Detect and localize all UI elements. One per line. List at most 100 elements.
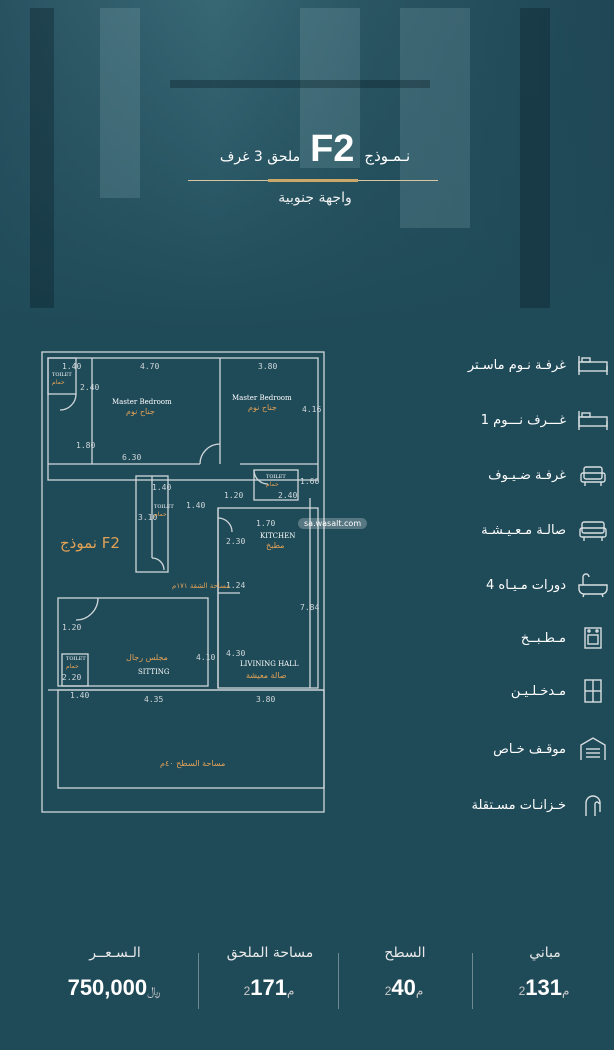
stat-divider (198, 953, 199, 1009)
feature-label: خـزانـات مسـتقلة (471, 797, 566, 813)
room-label-ar: مطبخ (266, 541, 284, 550)
hero-background (0, 0, 614, 330)
roof-area-label: مساحة السطح ٤٠م (160, 759, 225, 768)
annex-area-label: مساحة الشقة ١٧١م (172, 582, 230, 590)
feature-label: مـطـبــخ (520, 630, 566, 646)
feature-item: صالـة مـعـيـشـة (440, 510, 610, 550)
room-label-ar: جناح نوم (248, 403, 277, 412)
feature-item: 4 دورات مـيـاه (440, 565, 610, 605)
room-label-ar: حمام (66, 663, 79, 670)
title-underline (188, 179, 438, 182)
stat-unit: م2 (518, 984, 570, 998)
floor-plan-drawing: 1.40 4.70 3.80 2.40 4.16 1.80 6.30 1.40 … (41, 351, 325, 813)
bed-icon (576, 351, 610, 379)
stat-price-label: الـسـعــر (89, 945, 141, 961)
stat-unit: م2 (384, 984, 424, 998)
dim-label: 1.70 (256, 519, 275, 528)
model-word: نـمـوذج (364, 147, 411, 165)
floor-plan: 1.40 4.70 3.80 2.40 4.16 1.80 6.30 1.40 … (40, 348, 368, 823)
dim-label: 1.40 (62, 362, 81, 371)
armchair-icon (576, 461, 610, 489)
dim-label: 4.35 (144, 695, 163, 704)
dim-label: 7.84 (300, 603, 319, 612)
feature-label: 4 دورات مـيـاه (485, 577, 566, 593)
dim-label: 3.10 (138, 513, 157, 522)
stove-icon (576, 624, 610, 652)
feature-item: 1 غـــرف نـــوم (440, 400, 610, 440)
stat-unit: م2 (243, 984, 295, 998)
dim-label: 2.40 (278, 491, 297, 500)
feature-item: غرفـة نـوم ماسـتر (440, 345, 610, 385)
stat-annex-value: 171 (250, 975, 287, 1000)
title-block: نـمـوذج F2 ملحق 3 غرف واجهة جنوبية (180, 128, 450, 206)
room-label-ar: مجلس رجال (126, 653, 168, 662)
room-label-ar: حمام (266, 481, 279, 488)
annex-rooms: ملحق 3 غرف (219, 149, 301, 165)
room-label: Master Bedroom (112, 398, 172, 406)
stat-building-label: مباني (529, 945, 561, 961)
dim-label: 3.80 (256, 695, 275, 704)
feature-item: موقـف خـاص (440, 729, 610, 769)
stat-annex-label: مساحة الملحق (226, 945, 314, 961)
room-label: SITTING (138, 668, 170, 676)
feature-label: غرفـة ضـيـوف (488, 467, 566, 483)
feature-label: موقـف خـاص (493, 741, 566, 757)
plan-outline (41, 351, 325, 813)
dim-label: 1.80 (76, 441, 95, 450)
dim-label: 6.30 (122, 453, 141, 462)
feature-item: خـزانـات مسـتقلة (440, 785, 610, 825)
room-label: TOILET (52, 372, 72, 378)
bathtub-icon (576, 571, 610, 599)
dim-label: 4.30 (226, 649, 245, 658)
dim-label: 1.20 (62, 623, 81, 632)
dim-label: 1.40 (152, 483, 171, 492)
dim-label: 2.40 (80, 383, 99, 392)
dim-label: 2.30 (226, 537, 245, 546)
stat-annex: مساحة الملحق م2171 (210, 945, 330, 1015)
garage-icon (576, 735, 610, 763)
room-label-ar: حمام (154, 511, 167, 518)
dim-label: 4.16 (302, 405, 321, 414)
door-icon (576, 677, 610, 705)
stat-price: الـسـعــر 750,000﷼ (40, 945, 190, 1015)
stat-price-value: 750,000 (67, 975, 148, 1000)
feature-label: غرفـة نـوم ماسـتر (467, 357, 566, 373)
stat-roof-label: السطح (384, 945, 426, 961)
stat-roof-value: 40 (391, 975, 416, 1000)
dim-label: 1.20 (224, 491, 243, 500)
room-label: Master Bedroom (232, 394, 292, 402)
tank-icon (576, 791, 610, 819)
stat-building: مباني م2131 (490, 945, 600, 1015)
room-label: KITCHEN (260, 532, 295, 540)
plan-model-label: نموذج F2 (60, 534, 120, 552)
stat-building-value: 131 (525, 975, 562, 1000)
dim-label: 4.70 (140, 362, 159, 371)
sofa-icon (576, 516, 610, 544)
stat-divider (338, 953, 339, 1009)
feature-label: مـدخـلـيـن (510, 683, 566, 699)
dim-label: 3.80 (258, 362, 277, 371)
feature-item: غرفـة ضـيـوف (440, 455, 610, 495)
feature-item: مـطـبــخ (440, 618, 610, 658)
room-label: LIVINING HALL (240, 660, 299, 668)
feature-item: مـدخـلـيـن (440, 671, 610, 711)
room-label-ar: جناح نوم (126, 407, 155, 416)
feature-label: 1 غـــرف نـــوم (480, 412, 566, 428)
bed-icon (576, 406, 610, 434)
dim-label: 4.10 (196, 653, 215, 662)
room-label-ar: صالة معيشة (246, 671, 287, 680)
dim-label: 1.24 (226, 581, 245, 590)
room-label-ar: حمام (52, 379, 65, 386)
dim-label: 1.60 (300, 477, 319, 486)
dim-label: 1.40 (70, 691, 89, 700)
currency-icon: ﷼ (147, 984, 161, 998)
model-code: F2 (310, 128, 355, 170)
room-label: TOILET (154, 504, 174, 510)
feature-label: صالـة مـعـيـشـة (481, 522, 566, 538)
stat-roof: السطح م240 (350, 945, 460, 1015)
dim-label: 2.20 (62, 673, 81, 682)
watermark: sa.wasalt.com (298, 518, 368, 529)
dim-label: 1.40 (186, 501, 205, 510)
room-label: TOILET (266, 474, 286, 480)
